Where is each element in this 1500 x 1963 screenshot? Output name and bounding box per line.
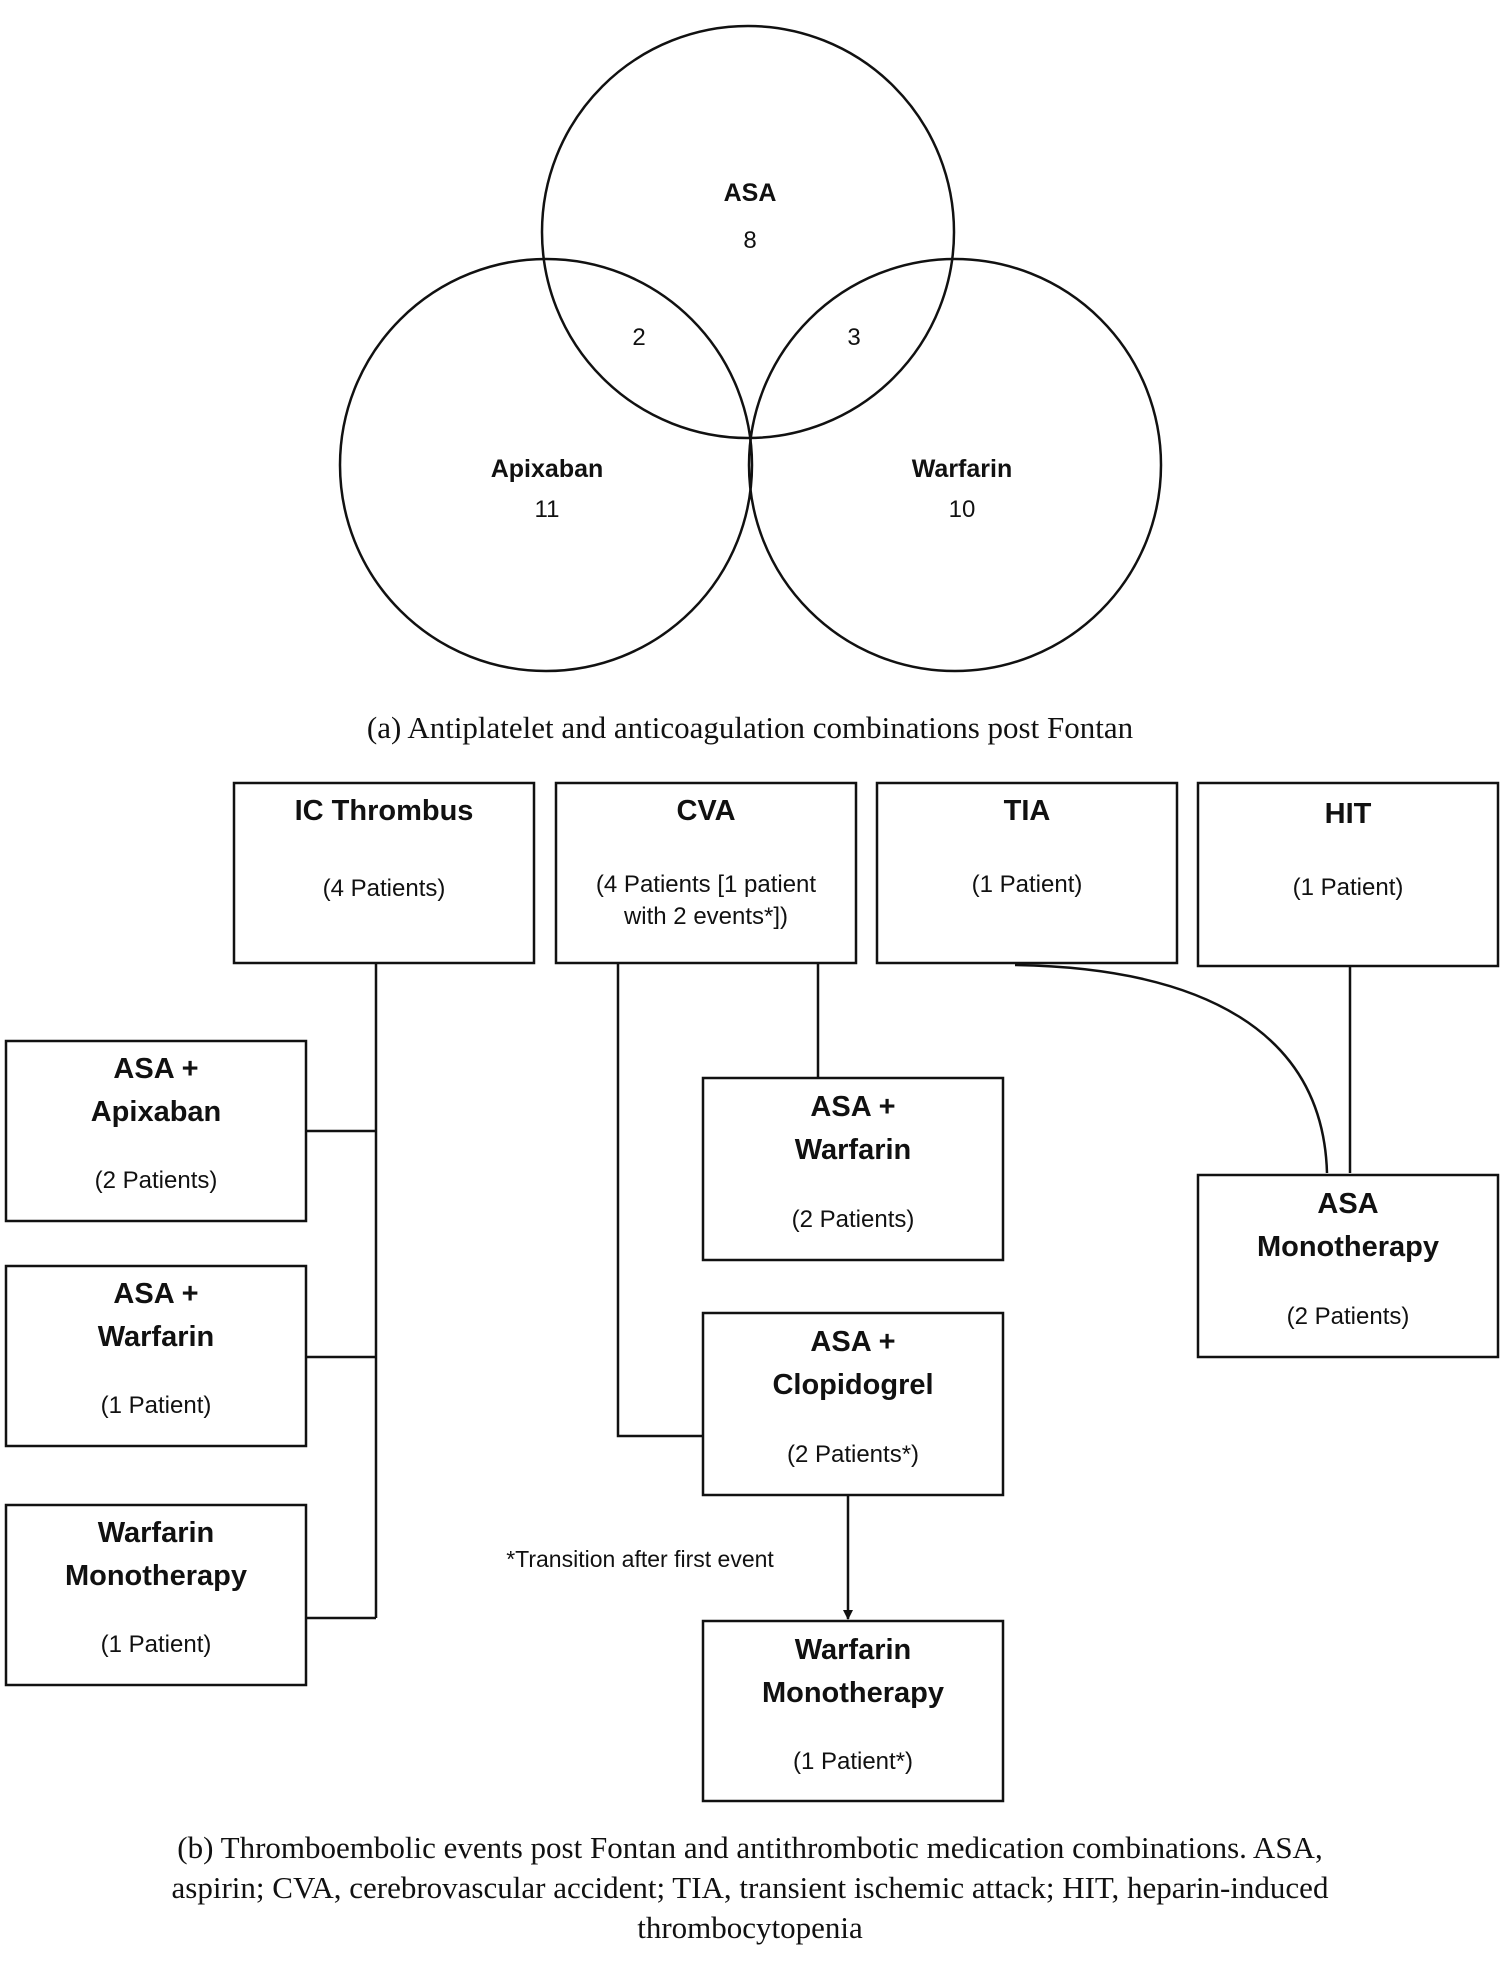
connector-cva-clopidogrel [616, 963, 703, 1438]
caption-a: (a) Antiplatelet and anticoagulation com… [367, 710, 1134, 745]
regimen-line1: Warfarin [795, 1634, 912, 1666]
caption-b-line1: (b) Thromboembolic events post Fontan an… [177, 1830, 1322, 1865]
event-box-ic-thrombus: IC Thrombus (4 Patients) [232, 781, 536, 965]
regimen-line1: Warfarin [98, 1517, 215, 1549]
regimen-count: (1 Patient*) [793, 1748, 913, 1775]
regimen-line1: ASA + [810, 1091, 895, 1123]
event-box-cva: CVA (4 Patients [1 patient with 2 events… [554, 781, 858, 965]
event-title-cva: CVA [676, 795, 735, 827]
regimen-box-ic-warfarin-monotherapy: Warfarin Monotherapy (1 Patient) [4, 1503, 308, 1687]
regimen-line1: ASA + [113, 1278, 198, 1310]
regimen-box-cva-asa-clopidogrel: ASA + Clopidogrel (2 Patients*) [701, 1311, 1005, 1497]
regimen-count: (1 Patient) [101, 1392, 212, 1419]
event-count-hit: (1 Patient) [1293, 874, 1404, 901]
regimen-line2: Monotherapy [65, 1560, 247, 1592]
regimen-line2: Monotherapy [762, 1677, 944, 1709]
event-count-tia: (1 Patient) [972, 871, 1083, 898]
venn-circle-asa [540, 24, 956, 440]
event-count-ic-thrombus: (4 Patients) [323, 875, 446, 902]
venn-label-warfarin: Warfarin [912, 455, 1012, 483]
event-title-tia: TIA [1004, 795, 1051, 827]
event-title-hit: HIT [1325, 798, 1372, 830]
event-count-cva-line2: with 2 events*]) [623, 903, 788, 930]
venn-count-asa: 8 [743, 227, 756, 254]
regimen-box-cva-asa-warfarin: ASA + Warfarin (2 Patients) [701, 1076, 1005, 1262]
event-box-tia: TIA (1 Patient) [875, 781, 1179, 965]
regimen-box-cva-warfarin-monotherapy: Warfarin Monotherapy (1 Patient*) [701, 1619, 1005, 1803]
venn-label-asa: ASA [724, 179, 777, 207]
regimen-line1: ASA + [113, 1053, 198, 1085]
regimen-line1: ASA + [810, 1326, 895, 1358]
regimen-count: (2 Patients) [1287, 1303, 1410, 1330]
regimen-box-ic-asa-warfarin: ASA + Warfarin (1 Patient) [4, 1264, 308, 1448]
event-count-cva-line1: (4 Patients [1 patient [596, 871, 816, 898]
regimen-count: (2 Patients) [95, 1167, 218, 1194]
regimen-count: (2 Patients) [792, 1206, 915, 1233]
regimen-line2: Clopidogrel [772, 1369, 933, 1401]
regimen-line2: Warfarin [795, 1134, 912, 1166]
caption-b-line3: thrombocytopenia [637, 1910, 863, 1945]
flowchart-connectors [306, 963, 1352, 1620]
regimen-box-ic-asa-apixaban: ASA + Apixaban (2 Patients) [4, 1039, 308, 1223]
regimen-box-asa-monotherapy: ASA Monotherapy (2 Patients) [1196, 1173, 1500, 1359]
regimen-count: (2 Patients*) [787, 1441, 919, 1468]
regimen-line2: Monotherapy [1257, 1231, 1439, 1263]
regimen-line2: Apixaban [91, 1096, 222, 1128]
venn-diagram: ASA 8 2 3 Apixaban 11 Warfarin 10 [338, 24, 1163, 673]
caption-b-line2: aspirin; CVA, cerebrovascular accident; … [172, 1870, 1329, 1905]
venn-circle-apixaban [338, 257, 754, 673]
venn-count-asa-apixaban: 2 [632, 324, 645, 351]
venn-count-asa-warfarin: 3 [847, 324, 860, 351]
regimen-line1: ASA [1317, 1188, 1378, 1220]
event-box-hit: HIT (1 Patient) [1196, 781, 1500, 968]
venn-count-warfarin: 10 [949, 496, 976, 523]
regimen-count: (1 Patient) [101, 1631, 212, 1658]
venn-count-apixaban: 11 [535, 496, 560, 523]
connector-tia-asa-mono [1014, 963, 1329, 1174]
regimen-line2: Warfarin [98, 1321, 215, 1353]
venn-label-apixaban: Apixaban [491, 455, 604, 483]
venn-circle-warfarin [747, 257, 1163, 673]
event-title-ic-thrombus: IC Thrombus [295, 795, 474, 827]
caption-b: (b) Thromboembolic events post Fontan an… [172, 1830, 1329, 1945]
transition-note: *Transition after first event [506, 1546, 774, 1572]
